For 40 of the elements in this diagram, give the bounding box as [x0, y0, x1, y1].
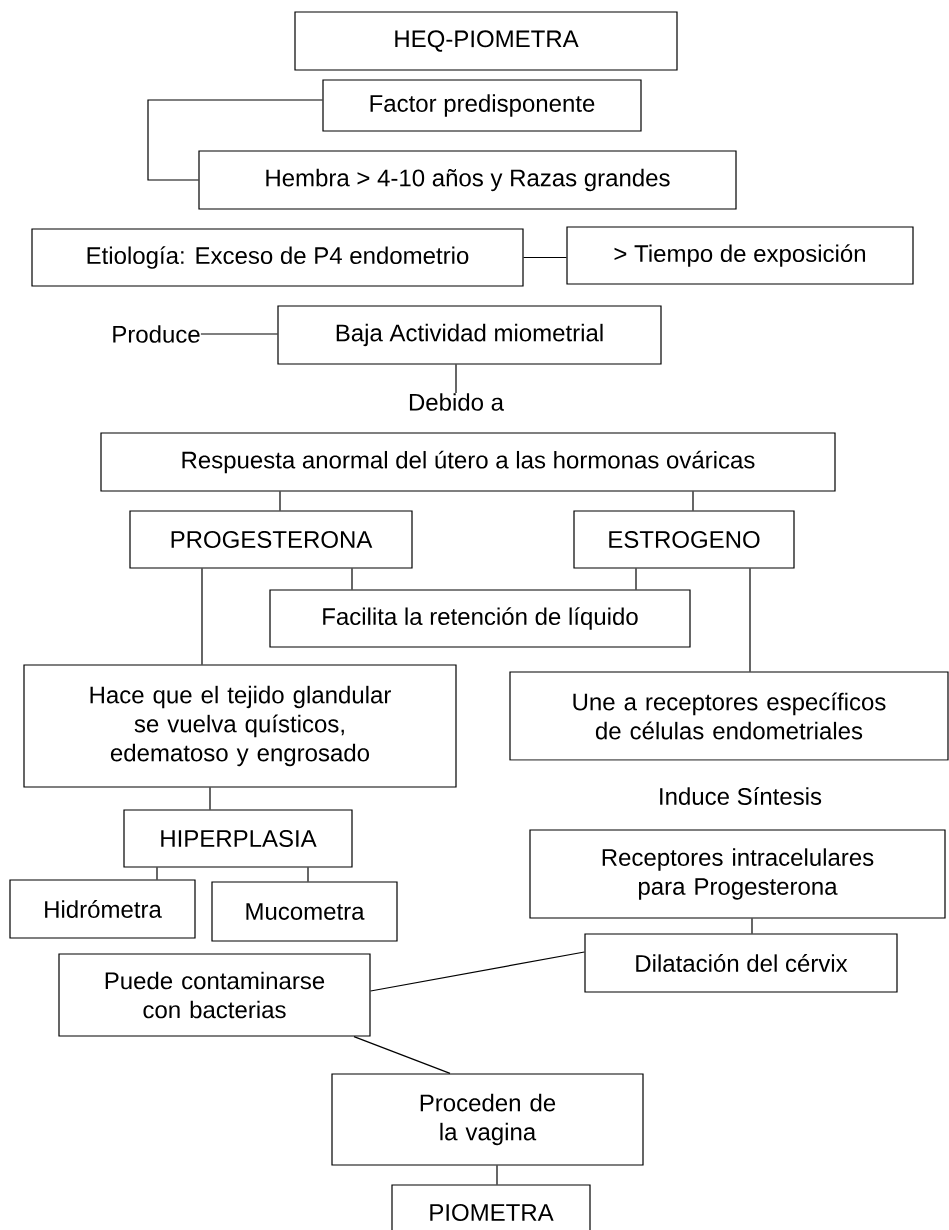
text-box: PROGESTERONA	[129, 510, 413, 569]
connector-line	[307, 867, 309, 882]
text-box: Facilita la retención de líquido	[269, 589, 691, 648]
text-box: Etiología: Exceso de P4 endometrio	[31, 228, 524, 287]
text-box: HEQ-PIOMETRA	[294, 11, 678, 71]
text-label: Debido a	[409, 393, 504, 411]
connector-line	[455, 364, 457, 394]
text-box: ESTROGENO	[573, 510, 795, 569]
text-box: Receptores intracelulares para Progesterona	[529, 829, 946, 919]
connector-line	[209, 787, 211, 810]
text-box: Hembra > 4-10 años y Razas grandes	[198, 150, 737, 210]
connector-line	[201, 568, 203, 665]
connector-line	[200, 333, 278, 335]
text-box: Une a receptores específicos de células endometriales	[509, 671, 949, 761]
connector-line	[351, 568, 353, 590]
text-box: Hidrómetra	[9, 879, 196, 939]
text-box: Puede contaminarse con bacterias	[58, 953, 371, 1037]
text-box: Respuesta anormal del útero a las hormonas ováricas	[100, 432, 836, 492]
text-box: Factor predisponente	[322, 79, 642, 132]
connector-line	[353, 1036, 451, 1074]
connector-line	[156, 867, 158, 880]
connector-line	[147, 99, 323, 181]
text-box: Proceden de la vagina	[331, 1073, 644, 1166]
connector-line	[370, 951, 585, 992]
text-box: PIOMETRA	[391, 1184, 591, 1230]
connector-line	[496, 1165, 498, 1185]
connector-line	[635, 568, 637, 590]
connector-line	[692, 491, 694, 511]
connector-line	[749, 568, 751, 672]
text-box: HIPERPLASIA	[123, 809, 353, 868]
text-label: Produce	[113, 325, 200, 343]
connector-line	[279, 491, 281, 511]
text-box: Hace que el tejido glandular se vuelva quísticos, edematoso y engrosado	[23, 664, 457, 788]
connector-line	[751, 918, 753, 934]
text-label: Induce Síntesis	[660, 787, 822, 805]
text-box: Baja Actividad miometrial	[277, 305, 662, 365]
connector-line	[523, 256, 567, 259]
text-box: Dilatación del cérvix	[584, 933, 898, 993]
text-box: > Tiempo de exposición	[566, 226, 914, 285]
text-box: Mucometra	[211, 881, 398, 942]
